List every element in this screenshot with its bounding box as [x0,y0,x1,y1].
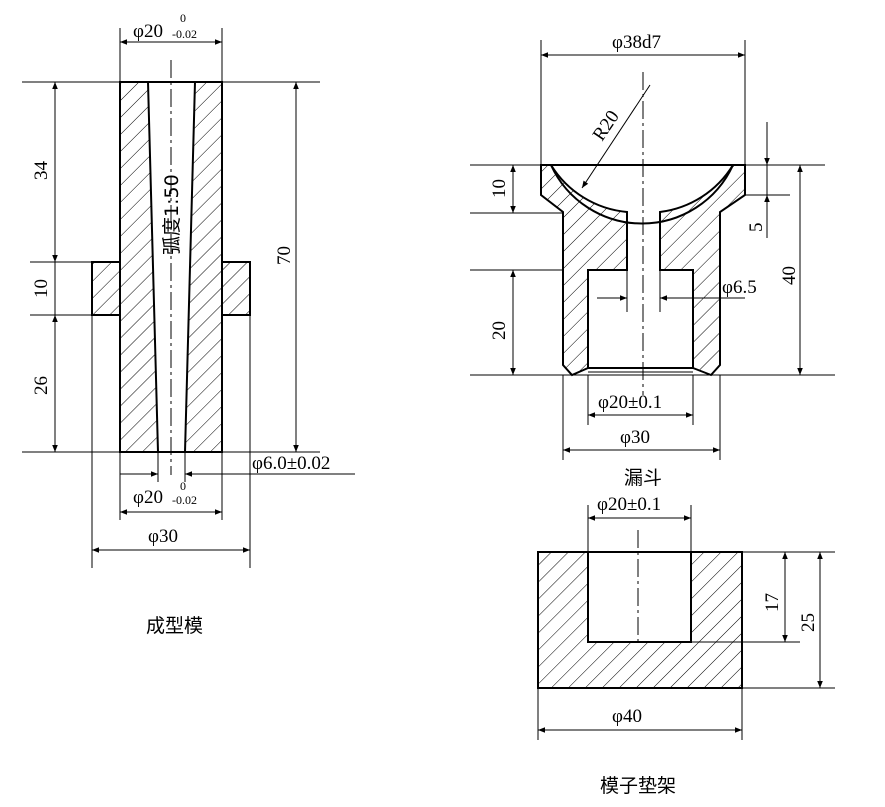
forming-die-caption: 成型模 [146,615,203,637]
forming-die-flange-thickness: 10 [31,279,52,298]
forming-die-bottom-tol-lower: -0.02 [172,493,197,507]
funnel-hole-dia: φ6.5 [722,277,757,298]
forming-die-left-section [91,81,160,453]
funnel-body-dia: φ30 [620,427,650,448]
forming-die: φ20 0 -0.02 34 10 26 70 弧度1:50 φ6.0±0.02… [22,11,355,637]
funnel-recess-dia: φ20±0.1 [598,392,662,413]
funnel-small-dim: 5 [746,223,767,233]
forming-die-flange-dia: φ30 [148,526,178,547]
forming-die-bottom-dia: φ20 [133,487,163,508]
forming-die-bore-dia: φ6.0±0.02 [252,453,330,474]
funnel-top-dia: φ38d7 [612,32,661,53]
die-holder-height: 25 [798,613,819,632]
funnel-right-section [659,164,746,377]
funnel-recess-depth: 20 [489,321,510,340]
forming-die-lower-length: 26 [31,376,52,395]
funnel-height: 40 [779,266,800,285]
forming-die-taper-label: 弧度1:50 [161,174,183,255]
die-holder-section [537,551,743,689]
forming-die-total-length: 70 [274,246,295,265]
forming-die-top-tol-upper: 0 [180,11,186,25]
forming-die-top-dia: φ20 [133,21,163,42]
die-holder-recess-depth: 17 [762,593,783,612]
funnel-cup-depth: 10 [489,179,510,198]
forming-die-top-tol-lower: -0.02 [172,27,197,41]
die-holder-caption: 模子垫架 [600,775,676,797]
funnel: φ38d7 R20 10 20 5 40 φ6.5 φ20±0.1 [470,32,835,489]
die-holder-recess-dia: φ20±0.1 [597,494,661,515]
die-holder: φ20±0.1 17 25 φ40 模子垫架 [537,494,835,797]
forming-die-bottom-tol-upper: 0 [180,479,186,493]
forming-die-upper-length: 34 [31,161,52,181]
funnel-radius: R20 [589,107,624,145]
funnel-caption: 漏斗 [624,467,662,489]
forming-die-right-section [183,81,251,453]
die-holder-outer-dia: φ40 [612,706,642,727]
